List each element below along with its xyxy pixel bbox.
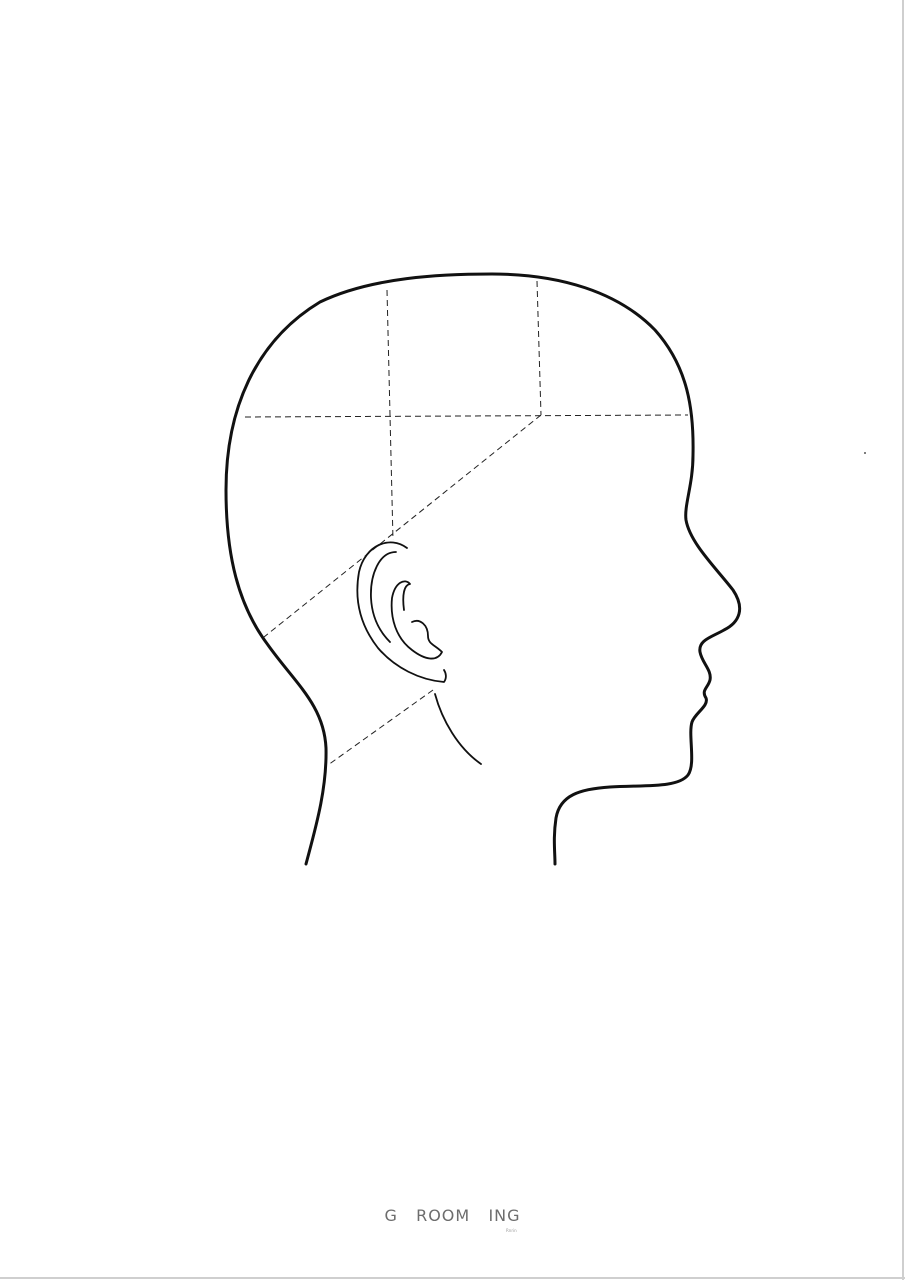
brand-logo: G ROOM ING Rnrin (340, 1206, 565, 1236)
horizontal-guide (244, 414, 689, 418)
vertical-guide-back (386, 289, 394, 541)
ear-concha (390, 580, 443, 660)
logo-text: G ROOM ING (384, 1206, 521, 1225)
diagonal-guide-lower (327, 689, 434, 766)
ear-icon (356, 541, 482, 765)
ear-inner-fold (370, 551, 397, 643)
diagonal-guide-upper (263, 414, 542, 638)
vertical-guide-front (536, 280, 542, 416)
head-outline (224, 272, 742, 866)
ear-outer-rim (356, 541, 447, 683)
jaw-neck-line (434, 693, 482, 765)
page-edge-right (902, 0, 904, 1280)
stray-mark (864, 452, 866, 454)
logo-subtext: Rnrin (506, 1228, 517, 1233)
page-edge-bottom (0, 1277, 905, 1279)
section-guides (244, 280, 689, 766)
